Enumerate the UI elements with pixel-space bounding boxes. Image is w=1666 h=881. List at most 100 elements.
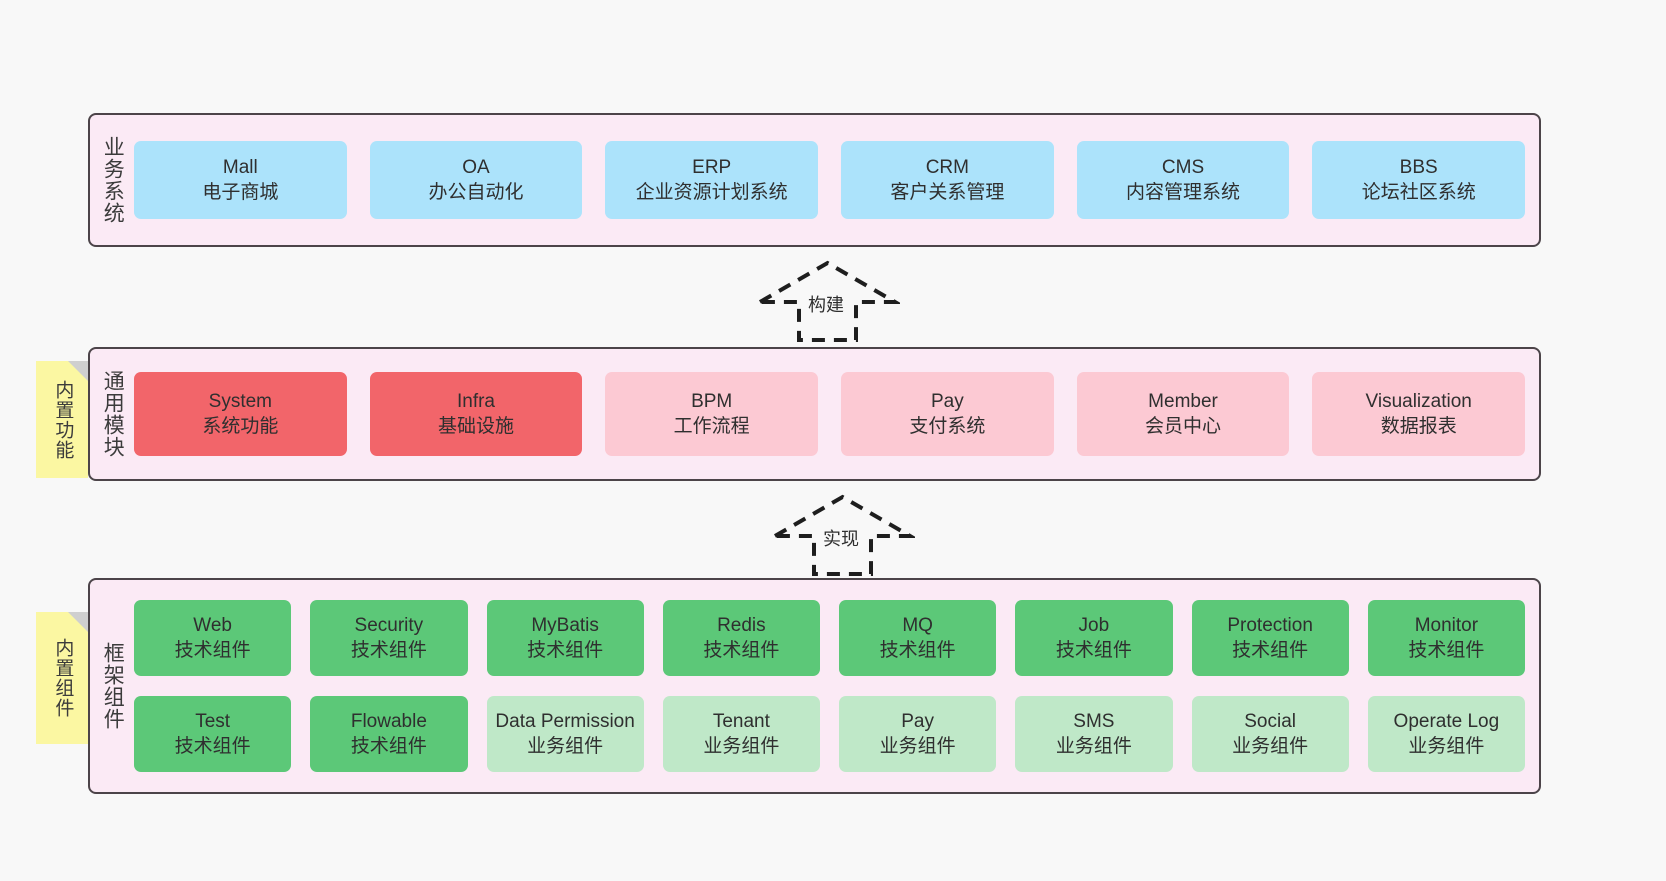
build-arrow-label: 构建	[808, 295, 844, 315]
build-arrow-icon	[752, 260, 903, 342]
layer-title-business-system: 业务系统	[101, 136, 125, 224]
implement-arrow-icon	[767, 494, 918, 576]
card-erp-en: ERP	[692, 156, 732, 178]
card-tenant[interactable]: Tenant 业务组件	[662, 696, 820, 772]
framework-component-row-1: Web 技术组件 Security 技术组件 MyBatis 技术组件 Redi…	[134, 600, 1525, 676]
card-web-cn: 技术组件	[174, 640, 251, 661]
layer-title-common-module: 通用模块	[101, 370, 125, 458]
framework-component-row-2: Test 技术组件 Flowable 技术组件 Data Permission …	[134, 696, 1525, 772]
card-member[interactable]: Member 会员中心	[1076, 372, 1290, 456]
card-erp-cn: 企业资源计划系统	[635, 182, 788, 203]
build-arrow	[752, 258, 903, 344]
card-social[interactable]: Social 业务组件	[1191, 696, 1349, 772]
card-test[interactable]: Test 技术组件	[134, 696, 292, 772]
sticky-note-builtin-function: 内置功能	[36, 361, 88, 478]
card-infra[interactable]: Infra 基础设施	[369, 372, 583, 456]
card-cms-en: CMS	[1161, 156, 1205, 178]
sticky-fold-icon	[68, 361, 88, 381]
card-bbs[interactable]: BBS 论坛社区系统	[1312, 141, 1526, 219]
card-redis-en: Redis	[717, 614, 766, 636]
card-crm-en: CRM	[925, 156, 969, 178]
card-monitor[interactable]: Monitor 技术组件	[1367, 600, 1525, 676]
card-oa-cn: 办公自动化	[428, 182, 524, 203]
sticky-note-builtin-function-label: 内置功能	[52, 379, 74, 460]
card-mq[interactable]: MQ 技术组件	[839, 600, 997, 676]
card-test-en: Test	[195, 710, 231, 732]
card-system-cn: 系统功能	[202, 416, 279, 437]
card-data-permission-en: Data Permission	[495, 710, 635, 732]
card-protection[interactable]: Protection 技术组件	[1191, 600, 1349, 676]
card-bpm[interactable]: BPM 工作流程	[605, 372, 819, 456]
sticky-note-builtin-component-label: 内置组件	[52, 638, 74, 718]
card-oa-en: OA	[462, 156, 490, 178]
card-system-en: System	[208, 390, 273, 412]
card-security-en: Security	[354, 614, 424, 636]
card-sms[interactable]: SMS 业务组件	[1015, 696, 1173, 772]
card-pay-component-en: Pay	[901, 710, 934, 732]
card-pay-module[interactable]: Pay 支付系统	[841, 372, 1054, 456]
card-pay-module-en: Pay	[930, 390, 964, 412]
card-member-en: Member	[1148, 390, 1218, 412]
card-monitor-cn: 技术组件	[1408, 640, 1485, 661]
card-operate-log-cn: 业务组件	[1408, 736, 1485, 757]
card-bbs-en: BBS	[1399, 156, 1438, 178]
card-mq-cn: 技术组件	[879, 640, 956, 661]
card-visualization-cn: 数据报表	[1380, 416, 1457, 437]
card-data-permission-cn: 业务组件	[527, 736, 604, 757]
card-cms-cn: 内容管理系统	[1126, 182, 1241, 203]
card-member-cn: 会员中心	[1145, 416, 1222, 437]
card-system[interactable]: System 系统功能	[134, 372, 347, 456]
card-job[interactable]: Job 技术组件	[1015, 600, 1173, 676]
card-mall[interactable]: Mall 电子商城	[134, 141, 347, 219]
card-infra-en: Infra	[456, 390, 496, 412]
card-sms-cn: 业务组件	[1055, 736, 1132, 757]
card-security[interactable]: Security 技术组件	[310, 600, 468, 676]
card-mybatis-en: MyBatis	[531, 614, 599, 636]
card-job-en: Job	[1078, 614, 1110, 636]
card-mybatis-cn: 技术组件	[527, 640, 604, 661]
card-mybatis[interactable]: MyBatis 技术组件	[486, 600, 644, 676]
card-crm[interactable]: CRM 客户关系管理	[841, 141, 1054, 219]
card-flowable-en: Flowable	[350, 710, 427, 732]
common-module-row: System 系统功能 Infra 基础设施 BPM 工作流程 Pay 支付系统…	[134, 372, 1526, 456]
card-tenant-cn: 业务组件	[703, 736, 780, 757]
card-oa[interactable]: OA 办公自动化	[369, 141, 583, 219]
layer-business-system: 业务系统 Mall 电子商城 OA 办公自动化 ERP 企业资源计划系统 CRM	[88, 113, 1541, 247]
card-social-cn: 业务组件	[1232, 736, 1309, 757]
card-operate-log[interactable]: Operate Log 业务组件	[1367, 696, 1525, 772]
implement-arrow-label: 实现	[823, 529, 859, 549]
card-pay-component-cn: 业务组件	[879, 736, 956, 757]
implement-arrow	[767, 492, 918, 578]
card-crm-cn: 客户关系管理	[890, 182, 1005, 203]
layer-body-business-system: Mall 电子商城 OA 办公自动化 ERP 企业资源计划系统 CRM 客户关系…	[134, 115, 1539, 245]
card-bpm-cn: 工作流程	[673, 416, 750, 437]
card-pay-component[interactable]: Pay 业务组件	[839, 696, 997, 772]
card-monitor-en: Monitor	[1414, 614, 1479, 636]
card-mall-cn: 电子商城	[202, 182, 279, 203]
card-sms-en: SMS	[1073, 710, 1115, 732]
card-mall-en: Mall	[222, 156, 258, 178]
card-flowable[interactable]: Flowable 技术组件	[310, 696, 468, 772]
card-protection-cn: 技术组件	[1232, 640, 1309, 661]
business-system-row: Mall 电子商城 OA 办公自动化 ERP 企业资源计划系统 CRM 客户关系…	[134, 141, 1526, 219]
card-social-en: Social	[1244, 710, 1296, 732]
card-protection-en: Protection	[1227, 614, 1313, 636]
layer-body-common-module: System 系统功能 Infra 基础设施 BPM 工作流程 Pay 支付系统…	[134, 349, 1539, 479]
card-infra-cn: 基础设施	[438, 416, 515, 437]
card-operate-log-en: Operate Log	[1393, 710, 1500, 732]
card-redis[interactable]: Redis 技术组件	[662, 600, 820, 676]
layer-framework-component: 框架组件 Web 技术组件 Security 技术组件 MyBatis 技术组件…	[88, 578, 1541, 794]
sticky-note-builtin-component: 内置组件	[36, 612, 88, 744]
layer-title-framework-component: 框架组件	[101, 642, 125, 730]
card-visualization-en: Visualization	[1365, 390, 1472, 412]
card-cms[interactable]: CMS 内容管理系统	[1076, 141, 1290, 219]
card-visualization[interactable]: Visualization 数据报表	[1312, 372, 1526, 456]
card-erp[interactable]: ERP 企业资源计划系统	[605, 141, 819, 219]
layer-common-module: 通用模块 System 系统功能 Infra 基础设施 BPM 工作流程 Pay	[88, 347, 1541, 481]
card-pay-module-cn: 支付系统	[909, 416, 986, 437]
card-tenant-en: Tenant	[712, 710, 770, 732]
card-web[interactable]: Web 技术组件	[134, 600, 292, 676]
card-data-permission[interactable]: Data Permission 业务组件	[486, 696, 644, 772]
card-bbs-cn: 论坛社区系统	[1361, 182, 1476, 203]
